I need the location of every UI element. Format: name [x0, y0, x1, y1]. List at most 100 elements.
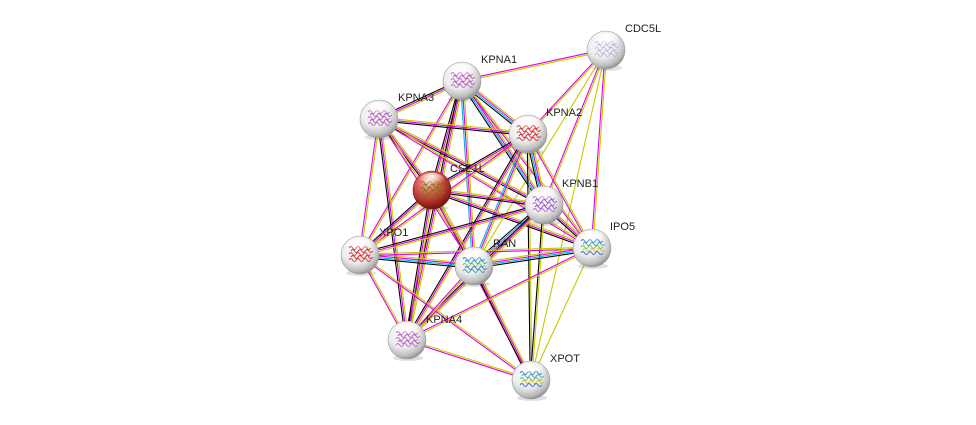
edge-evidence-line [530, 247, 593, 381]
edge-evidence-line [474, 249, 593, 269]
node-xpot[interactable]: XPOT [511, 353, 580, 401]
edge-evidence-line [590, 49, 606, 248]
edge-xpo1-xpot [359, 253, 532, 382]
node-kpna3[interactable]: KPNA3 [359, 92, 434, 140]
node-kpna1[interactable]: KPNA1 [442, 54, 517, 102]
edge-evidence-line [592, 50, 608, 249]
edge-evidence-line [408, 190, 435, 341]
edge-cdc5l-kpna1 [461, 48, 607, 83]
node-highlight [517, 363, 545, 379]
edge-cse1l-kpna4 [404, 189, 435, 341]
edge-kpna3-xpo1 [358, 118, 381, 256]
edge-evidence-line [406, 340, 531, 382]
edge-evidence-line [526, 134, 592, 249]
node-label: KPNA3 [398, 92, 434, 104]
node-kpnb1[interactable]: KPNB1 [524, 178, 598, 226]
edge-evidence-line [528, 133, 594, 248]
edge-evidence-line [473, 133, 529, 267]
node-label: IPO5 [610, 221, 635, 233]
edge-evidence-line [378, 118, 529, 135]
edge-evidence-line [406, 189, 433, 341]
node-label: KPNB1 [562, 178, 598, 190]
edge-evidence-line [406, 246, 592, 340]
edge-evidence-line [529, 204, 544, 380]
edge-evidence-line [407, 248, 593, 342]
edge-evidence-line [472, 266, 531, 381]
edge-evidence-line [473, 265, 532, 381]
edge-evidence-line [405, 132, 528, 340]
edge-ran-xpot [472, 265, 533, 381]
node-highlight [530, 188, 558, 204]
node-highlight [365, 102, 393, 118]
node-label: CSE1L [450, 163, 485, 175]
node-highlight [448, 64, 476, 80]
edge-evidence-line [358, 80, 462, 255]
edge-evidence-line [379, 117, 593, 248]
edge-evidence-line [432, 187, 593, 248]
node-xpo1[interactable]: XPO1 [340, 227, 408, 276]
edge-kpna3-kpna2 [378, 116, 529, 137]
edge-evidence-line [360, 206, 545, 258]
edge-kpna3-ipo5 [378, 117, 593, 250]
node-highlight [393, 323, 421, 339]
edge-kpnb1-xpot [529, 204, 546, 381]
edge-kpna2-ipo5 [526, 133, 594, 249]
edge-evidence-line [531, 205, 546, 381]
edge-kpna4-xpot [406, 338, 532, 382]
node-highlight [346, 238, 374, 254]
edge-evidence-line [431, 190, 592, 251]
node-label: KPNA1 [481, 54, 517, 66]
edge-evidence-line [379, 116, 529, 133]
edge-evidence-line [473, 246, 592, 266]
edge-evidence-line [378, 120, 528, 137]
node-cse1l[interactable]: CSE1L [412, 163, 485, 211]
node-kpna2[interactable]: KPNA2 [508, 107, 582, 155]
edge-evidence-line [407, 338, 532, 380]
edge-cdc5l-ipo5 [590, 49, 608, 249]
node-ipo5[interactable]: IPO5 [572, 221, 635, 269]
edge-ipo5-xpot [530, 247, 593, 381]
node-label: XPOT [550, 353, 580, 365]
edge-evidence-line [431, 189, 593, 249]
edge-evidence-line [462, 50, 607, 83]
node-cdc5l[interactable]: CDC5L [586, 23, 661, 71]
node-highlight [578, 231, 606, 247]
node-label: XPO1 [379, 227, 408, 239]
edge-evidence-line [358, 118, 379, 255]
edge-evidence-line [359, 255, 531, 382]
edge-evidence-line [379, 117, 545, 205]
edge-cdc5l-xpot [530, 49, 607, 381]
node-ran[interactable]: RAN [454, 238, 516, 287]
edge-cse1l-ipo5 [431, 187, 593, 251]
edge-evidence-line [376, 119, 406, 341]
edge-evidence-line [473, 245, 592, 265]
edge-evidence-line [378, 119, 592, 250]
edge-evidence-line [359, 202, 544, 254]
edge-evidence-line [378, 118, 545, 206]
edge-kpnb1-xpo1 [359, 202, 545, 258]
node-label: KPNA2 [546, 107, 582, 119]
node-label: KPNA4 [426, 314, 462, 326]
node-kpna4[interactable]: KPNA4 [387, 314, 462, 361]
edge-evidence-line [460, 81, 592, 249]
node-label: CDC5L [625, 23, 661, 35]
node-label: RAN [493, 238, 516, 250]
edge-evidence-line [404, 189, 431, 340]
edge-evidence-line [474, 265, 533, 380]
edge-evidence-line [360, 253, 532, 380]
node-highlight [460, 249, 488, 265]
edge-ipo5-kpna4 [406, 246, 593, 342]
edge-evidence-line [461, 48, 606, 81]
edge-ran-ipo5 [473, 245, 593, 269]
edge-evidence-line [544, 50, 608, 206]
node-highlight [418, 173, 446, 189]
edge-evidence-line [530, 49, 607, 381]
node-highlight [592, 33, 620, 49]
edge-evidence-line [378, 118, 408, 341]
edge-evidence-line [474, 248, 593, 268]
interaction-edges [358, 48, 608, 382]
edge-evidence-line [359, 204, 545, 256]
edge-evidence-line [360, 119, 381, 256]
